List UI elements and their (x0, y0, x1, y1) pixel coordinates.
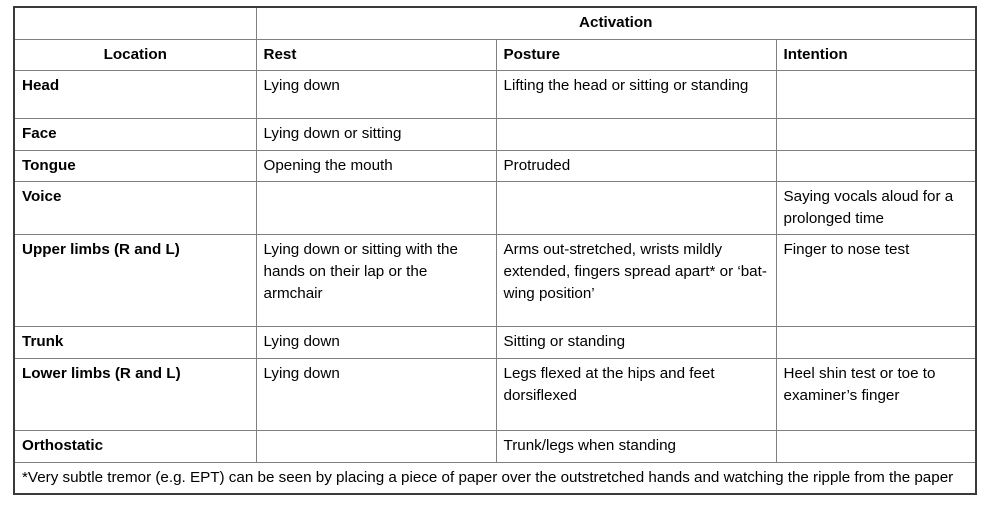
cell-face-posture-disabled (495, 118, 777, 151)
cell-upper-limbs-rest: Lying down or sitting with the hands on … (255, 234, 497, 328)
row-location-lower-limbs: Lower limbs (R and L) (13, 358, 257, 432)
tremor-activation-table: Activation Location Rest Posture Intenti… (13, 6, 977, 496)
row-location-trunk: Trunk (13, 326, 257, 360)
cell-face-rest: Lying down or sitting (255, 118, 497, 151)
row-location-voice: Voice (13, 181, 257, 236)
cell-head-intention-disabled (775, 70, 977, 120)
cell-face-intention-disabled (775, 118, 977, 151)
cell-trunk-posture: Sitting or standing (495, 326, 777, 360)
table-footnote: *Very subtle tremor (e.g. EPT) can be se… (13, 461, 977, 495)
column-header-rest: Rest (255, 38, 497, 72)
table-row: Lower limbs (R and L) Lying down Legs fl… (13, 358, 977, 432)
column-header-posture: Posture (495, 38, 777, 72)
table-group-header-row: Activation (13, 6, 977, 40)
cell-trunk-rest: Lying down (255, 326, 497, 360)
cell-orthostatic-rest-disabled (255, 430, 497, 463)
row-location-orthostatic: Orthostatic (13, 430, 257, 463)
cell-head-rest: Lying down (255, 70, 497, 120)
row-location-upper-limbs: Upper limbs (R and L) (13, 234, 257, 328)
table-column-header-row: Location Rest Posture Intention (13, 38, 977, 72)
table-row: Orthostatic Trunk/legs when standing (13, 430, 977, 463)
header-corner-cell (13, 6, 257, 40)
cell-lower-limbs-rest: Lying down (255, 358, 497, 432)
cell-tongue-intention-disabled (775, 149, 977, 183)
table-row: Head Lying down Lifting the head or sitt… (13, 70, 977, 120)
column-header-intention: Intention (775, 38, 977, 72)
cell-upper-limbs-intention: Finger to nose test (775, 234, 977, 328)
cell-head-posture: Lifting the head or sitting or standing (495, 70, 777, 120)
table-footnote-row: *Very subtle tremor (e.g. EPT) can be se… (13, 461, 977, 495)
cell-voice-intention: Saying vocals aloud for a prolonged time (775, 181, 977, 236)
cell-voice-rest-disabled (255, 181, 497, 236)
row-location-head: Head (13, 70, 257, 120)
cell-lower-limbs-posture: Legs flexed at the hips and feet dorsifl… (495, 358, 777, 432)
table-row: Upper limbs (R and L) Lying down or sitt… (13, 234, 977, 328)
cell-trunk-intention-disabled (775, 326, 977, 360)
row-location-tongue: Tongue (13, 149, 257, 183)
table-row: Trunk Lying down Sitting or standing (13, 326, 977, 360)
table-row: Voice Saying vocals aloud for a prolonge… (13, 181, 977, 236)
column-header-location: Location (13, 38, 257, 72)
cell-orthostatic-intention-disabled (775, 430, 977, 463)
cell-upper-limbs-posture: Arms out-stretched, wrists mildly extend… (495, 234, 777, 328)
cell-lower-limbs-intention: Heel shin test or toe to examiner’s fing… (775, 358, 977, 432)
cell-voice-posture-disabled (495, 181, 777, 236)
cell-orthostatic-posture: Trunk/legs when standing (495, 430, 777, 463)
cell-tongue-rest: Opening the mouth (255, 149, 497, 183)
table-row: Tongue Opening the mouth Protruded (13, 149, 977, 183)
row-location-face: Face (13, 118, 257, 151)
cell-tongue-posture: Protruded (495, 149, 777, 183)
header-activation-group: Activation (255, 6, 977, 40)
table-row: Face Lying down or sitting (13, 118, 977, 151)
